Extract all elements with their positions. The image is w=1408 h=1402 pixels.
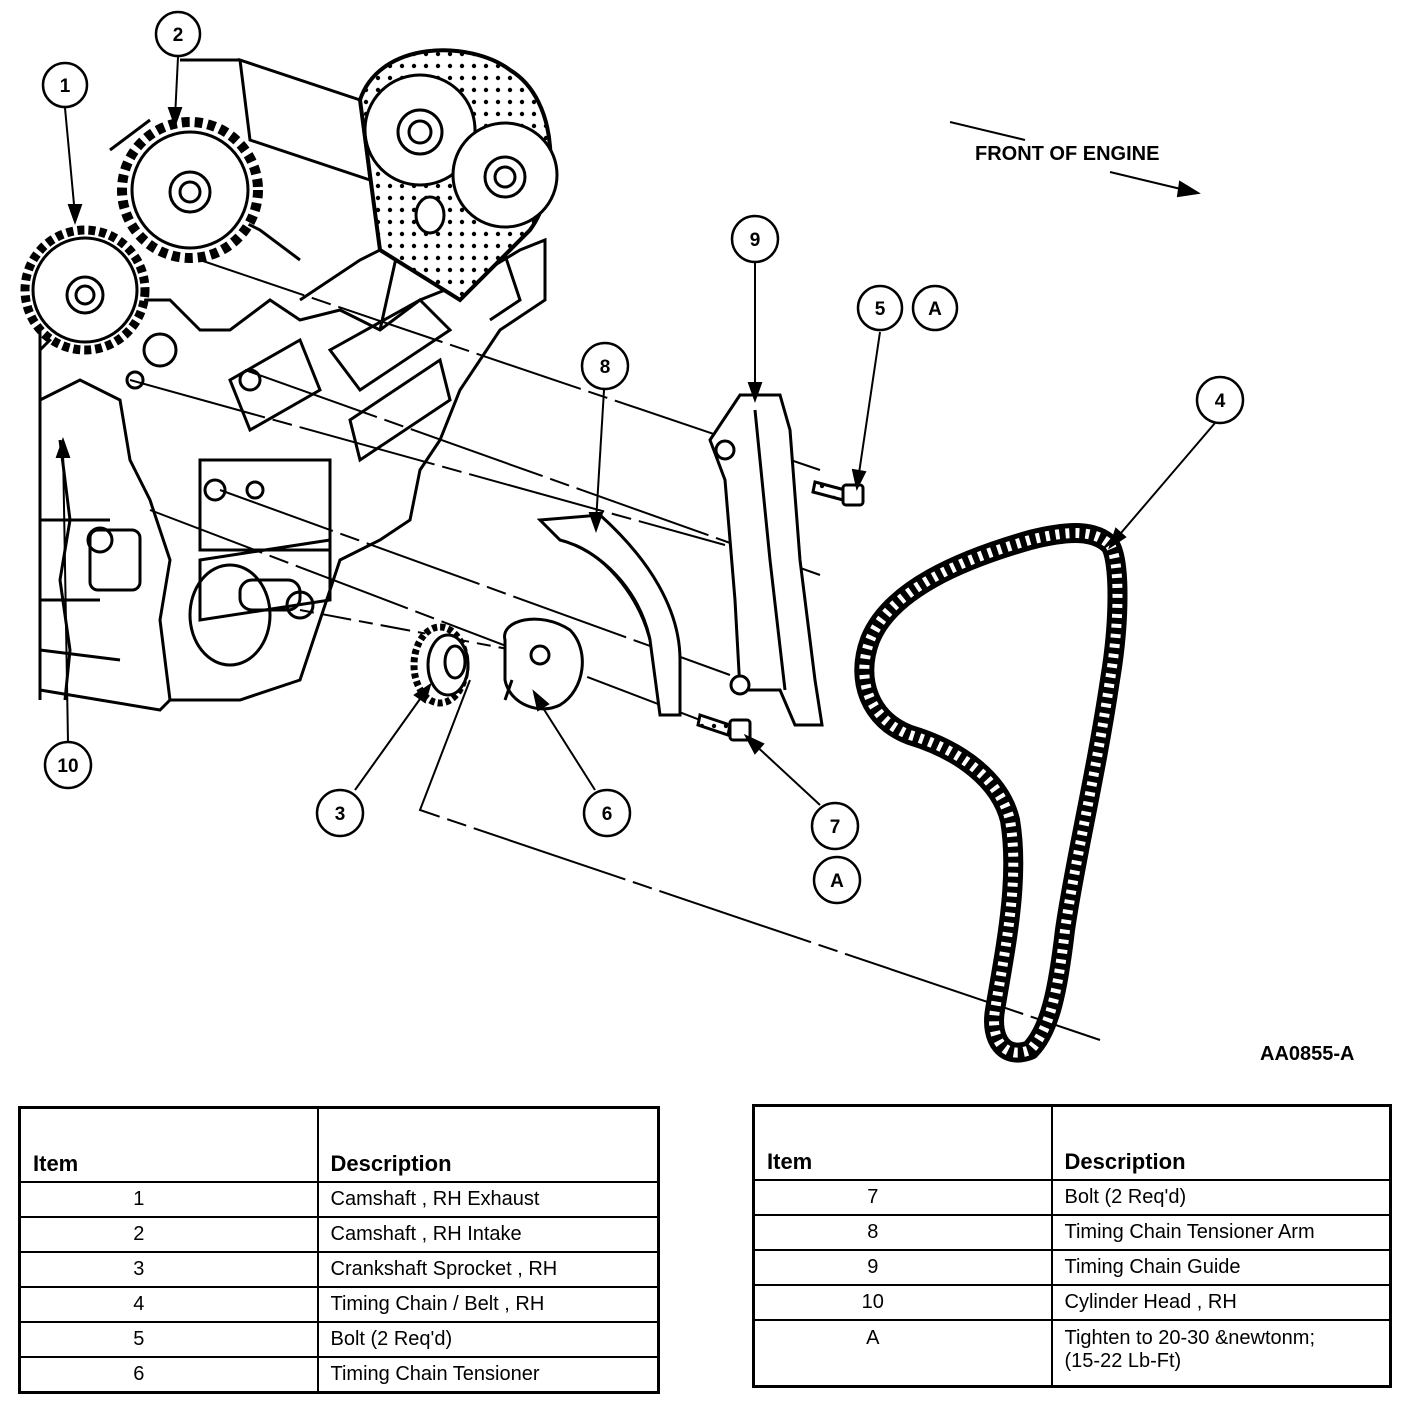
svg-text:10: 10: [57, 756, 78, 777]
svg-text:A: A: [928, 299, 942, 320]
legend-header-row: Item Description: [752, 1104, 1392, 1181]
bolt-7: [696, 713, 752, 742]
description-cell: Bolt (2 Req'd): [1050, 1179, 1392, 1216]
svg-text:A: A: [830, 871, 844, 892]
timing-chain-exploded-diagram: FRONT OF ENGINE AA0855-A 1 2 3 4 5 6 7 8…: [20, 10, 1354, 1065]
timing-chain-guide: [708, 393, 824, 727]
svg-text:2: 2: [173, 25, 184, 46]
exhaust-camshaft-sprocket: [20, 225, 150, 355]
callout-7: 7: [810, 801, 860, 851]
intake-camshaft-sprocket: [117, 117, 263, 263]
svg-text:8: 8: [600, 357, 611, 378]
timing-chain: [854, 523, 1128, 1063]
item-cell: 9: [752, 1249, 1053, 1286]
svg-text:5: 5: [875, 299, 886, 320]
table-row: A Tighten to 20-30 &newtonm; (15-22 Lb-F…: [752, 1319, 1392, 1388]
front-of-engine-arrow: [949, 121, 1201, 198]
callout-8: 8: [580, 341, 630, 391]
description-cell: Tighten to 20-30 &newtonm; (15-22 Lb-Ft): [1050, 1319, 1392, 1388]
leader-lines: [55, 56, 1216, 806]
description-cell: Bolt (2 Req'd): [316, 1321, 660, 1358]
description-header: Description: [316, 1106, 660, 1183]
description-cell: Camshaft , RH Intake: [316, 1216, 660, 1253]
alignment-lines: [129, 259, 1101, 1041]
description-cell: Cylinder Head , RH: [1050, 1284, 1392, 1321]
bolt-5: [811, 480, 865, 507]
timing-chain-tensioner-arm: [536, 513, 682, 717]
item-cell: 5: [18, 1321, 319, 1358]
item-header: Item: [18, 1106, 319, 1183]
callout-4: 4: [1195, 375, 1245, 425]
svg-text:1: 1: [60, 76, 71, 97]
item-cell: 2: [18, 1216, 319, 1253]
description-cell: Timing Chain Guide: [1050, 1249, 1392, 1286]
svg-text:4: 4: [1215, 391, 1226, 412]
description-cell: Crankshaft Sprocket , RH: [316, 1251, 660, 1288]
callout-10: 10: [43, 740, 93, 790]
item-cell: 3: [18, 1251, 319, 1288]
svg-text:6: 6: [602, 804, 613, 825]
callout-3: 3: [315, 788, 365, 838]
item-cell: 8: [752, 1214, 1053, 1251]
svg-text:9: 9: [750, 230, 761, 251]
callout-a-upper: A: [911, 284, 959, 332]
timing-chain-tensioner: [503, 617, 584, 711]
crankshaft-sprocket: [410, 623, 470, 707]
torque-spec-line-2: (15-22 Lb-Ft): [1064, 1350, 1182, 1372]
item-cell: A: [752, 1319, 1053, 1388]
callout-6: 6: [582, 788, 632, 838]
svg-text:3: 3: [335, 804, 346, 825]
svg-text:7: 7: [830, 817, 841, 838]
lh-camshaft-sprockets: [357, 48, 559, 303]
crankshaft-snout: [188, 563, 272, 667]
item-cell: 6: [18, 1356, 319, 1394]
description-cell: Timing Chain Tensioner: [316, 1356, 660, 1394]
description-cell: Timing Chain Tensioner Arm: [1050, 1214, 1392, 1251]
callout-a-lower: A: [812, 855, 862, 905]
front-of-engine-label: FRONT OF ENGINE: [975, 143, 1159, 165]
figure-id: AA0855-A: [1260, 1043, 1354, 1065]
callout-2: 2: [154, 10, 202, 58]
item-cell: 4: [18, 1286, 319, 1323]
description-cell: Camshaft , RH Exhaust: [316, 1181, 660, 1218]
item-header: Item: [752, 1104, 1053, 1181]
item-cell: 10: [752, 1284, 1053, 1321]
torque-spec-line-1: Tighten to 20-30 &newtonm;: [1064, 1327, 1316, 1349]
description-cell: Timing Chain / Belt , RH: [316, 1286, 660, 1323]
legend-header-row: Item Description: [18, 1106, 660, 1183]
callout-5: 5: [856, 284, 904, 332]
item-cell: 7: [752, 1179, 1053, 1216]
cylinder-head-drawing: [38, 57, 547, 712]
callout-9: 9: [730, 214, 780, 264]
callout-1: 1: [41, 61, 89, 109]
description-header: Description: [1050, 1104, 1392, 1181]
item-cell: 1: [18, 1181, 319, 1218]
